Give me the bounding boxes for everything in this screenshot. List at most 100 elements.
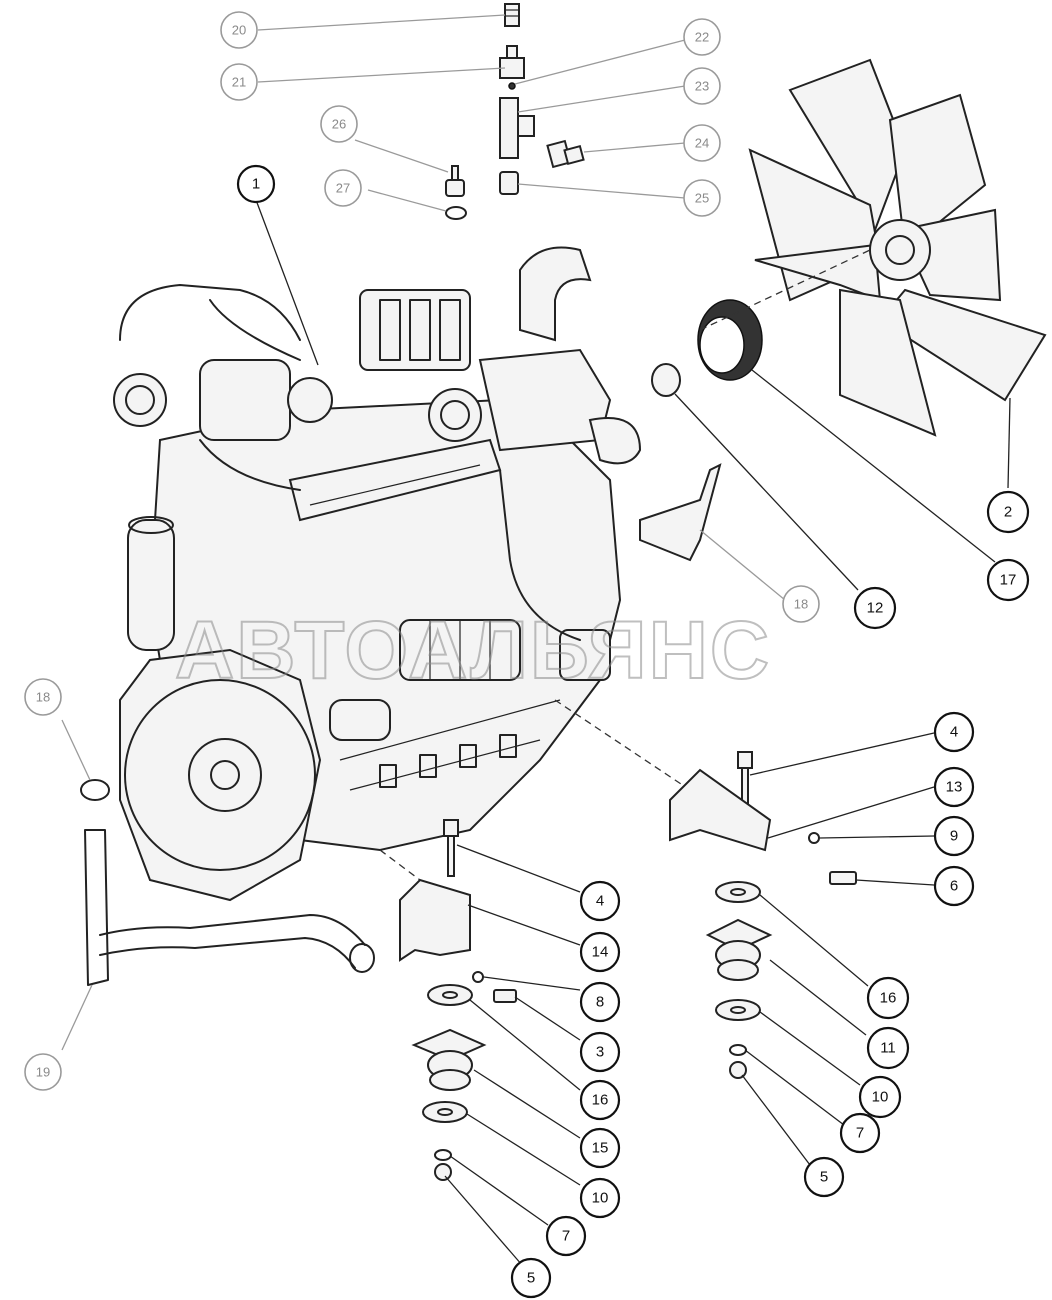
callout-circle	[320, 105, 358, 143]
callout-circle	[220, 63, 258, 101]
callout-circle	[986, 558, 1030, 602]
callout-10: 10	[579, 1177, 621, 1219]
callout-circle	[220, 11, 258, 49]
callout-7: 7	[545, 1215, 587, 1257]
callout-number: 4	[596, 893, 604, 910]
callout-number: 21	[232, 75, 246, 90]
callout-circle	[579, 1079, 621, 1121]
callout-19: 19	[24, 1053, 62, 1091]
callout-number: 11	[880, 1040, 896, 1057]
callout-circle	[933, 865, 975, 907]
callout-20: 20	[220, 11, 258, 49]
callout-17: 17	[986, 558, 1030, 602]
callout-circle	[803, 1156, 845, 1198]
callout-number: 4	[950, 724, 958, 741]
callout-22: 22	[683, 18, 721, 56]
callout-number: 14	[592, 944, 609, 961]
callout-26: 26	[320, 105, 358, 143]
callout-4: 4	[933, 711, 975, 753]
callout-number: 7	[562, 1228, 570, 1245]
callout-number: 23	[695, 79, 709, 94]
callout-number: 12	[867, 600, 884, 617]
callout-11: 11	[866, 1026, 910, 1070]
callout-10: 10	[858, 1075, 902, 1119]
callout-number: 1	[252, 176, 260, 193]
callout-circle	[782, 585, 820, 623]
callout-circle	[236, 164, 276, 204]
fan-clutch	[697, 299, 763, 381]
callout-13: 13	[933, 766, 975, 808]
callout-number: 18	[794, 597, 808, 612]
callout-number: 3	[596, 1044, 604, 1061]
callout-circle	[24, 678, 62, 716]
callout-5: 5	[510, 1257, 552, 1299]
callout-number: 8	[596, 994, 604, 1011]
callout-number: 10	[872, 1089, 889, 1106]
callout-number: 10	[592, 1190, 609, 1207]
callout-2: 2	[986, 490, 1030, 534]
callout-circle	[324, 169, 362, 207]
callout-16: 16	[866, 976, 910, 1020]
callout-25: 25	[683, 179, 721, 217]
callout-6: 6	[933, 865, 975, 907]
callout-layer: 2021222324252627121712181819413961611107…	[24, 11, 1030, 1299]
callout-circle	[839, 1112, 881, 1154]
callout-1: 1	[236, 164, 276, 204]
callout-24: 24	[683, 124, 721, 162]
callout-number: 2	[1004, 504, 1012, 521]
right-mount	[669, 751, 857, 1079]
callout-circle	[579, 931, 621, 973]
callout-number: 5	[820, 1169, 828, 1186]
callout-number: 9	[950, 828, 958, 845]
callout-circle	[853, 586, 897, 630]
callout-circle	[510, 1257, 552, 1299]
callout-number: 13	[946, 779, 963, 796]
callout-number: 17	[1000, 572, 1017, 589]
callout-18: 18	[24, 678, 62, 716]
callout-circle	[579, 1127, 621, 1169]
callout-number: 20	[232, 23, 246, 38]
callout-circle	[579, 981, 621, 1023]
callout-number: 22	[695, 30, 709, 45]
callout-circle	[683, 179, 721, 217]
callout-circle	[933, 711, 975, 753]
callout-circle	[933, 815, 975, 857]
callout-circle	[683, 124, 721, 162]
callout-number: 27	[336, 181, 350, 196]
callout-number: 7	[856, 1125, 864, 1142]
callout-circle	[545, 1215, 587, 1257]
callout-number: 25	[695, 191, 709, 206]
callout-number: 6	[950, 878, 958, 895]
callout-number: 24	[695, 136, 709, 151]
callout-circle	[858, 1075, 902, 1119]
callout-9: 9	[933, 815, 975, 857]
fitting-group	[445, 3, 585, 220]
callout-circle	[986, 490, 1030, 534]
watermark-text: АВТОАЛЬЯНС	[175, 605, 771, 696]
callout-circle	[579, 1031, 621, 1073]
leader-lines	[61, 14, 1011, 1266]
callout-circle	[24, 1053, 62, 1091]
callout-circle	[579, 1177, 621, 1219]
callout-number: 16	[880, 990, 897, 1007]
callout-5: 5	[803, 1156, 845, 1198]
engine-assembly	[113, 246, 642, 902]
spacer	[651, 363, 681, 397]
callout-4: 4	[579, 880, 621, 922]
fan-blades	[748, 58, 1047, 437]
callout-circle	[683, 18, 721, 56]
callout-circle	[866, 1026, 910, 1070]
callout-23: 23	[683, 67, 721, 105]
callout-circle	[866, 976, 910, 1020]
callout-27: 27	[324, 169, 362, 207]
callout-number: 18	[36, 690, 50, 705]
callout-8: 8	[579, 981, 621, 1023]
left-mount	[399, 819, 517, 1181]
coolant-hose	[80, 779, 375, 986]
callout-12: 12	[853, 586, 897, 630]
callout-circle	[933, 766, 975, 808]
callout-7: 7	[839, 1112, 881, 1154]
callout-number: 16	[592, 1092, 609, 1109]
